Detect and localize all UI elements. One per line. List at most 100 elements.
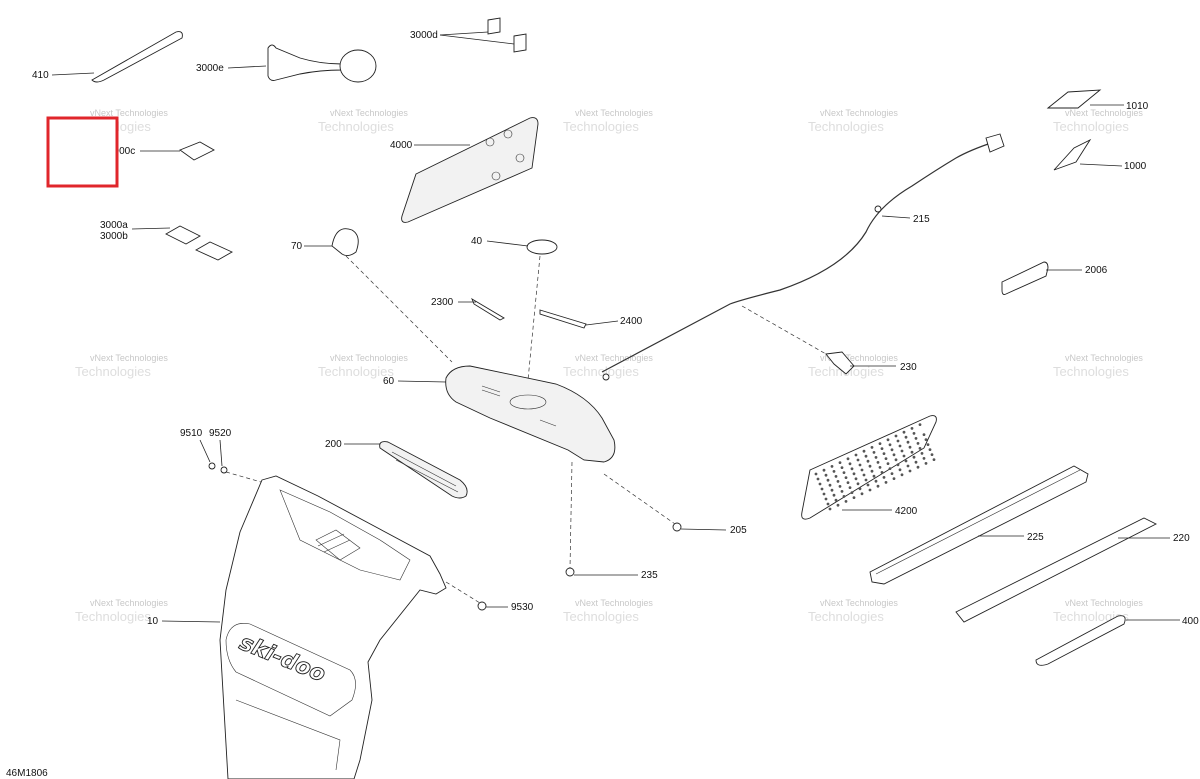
perforation-dot <box>896 463 900 467</box>
perforation-dot <box>830 465 834 468</box>
callout-215: 215 <box>913 214 930 225</box>
leader-line <box>199 439 211 463</box>
leader-line <box>680 528 727 531</box>
perforation-dot <box>850 491 854 494</box>
part-235[interactable]: 235 <box>565 461 658 581</box>
part-220[interactable]: 220 <box>955 517 1190 623</box>
hood-vent <box>315 529 361 561</box>
part-1000[interactable]: 1000 <box>1053 138 1147 172</box>
part-60[interactable]: 60 <box>383 365 616 463</box>
callout-2400: 2400 <box>620 316 643 327</box>
perforation-dot <box>930 453 934 456</box>
mirror-shape <box>339 49 377 83</box>
watermark-text: Technologies <box>75 609 151 624</box>
part-10[interactable]: ski-doo 10 <box>147 475 447 779</box>
part-70[interactable]: 70 <box>291 228 453 363</box>
callout-3000b: 3000b <box>100 231 128 242</box>
perforation-dot <box>866 483 870 487</box>
part-1010[interactable]: 1010 <box>1046 89 1149 112</box>
part-9510[interactable]: 9510 <box>180 428 216 470</box>
perforation-dot <box>904 459 908 463</box>
callout-9530: 9530 <box>511 602 534 613</box>
perforation-dot <box>836 503 840 507</box>
part-410[interactable]: 410 <box>32 31 183 83</box>
watermark-text: vNext Technologies <box>1065 108 1143 118</box>
watermark-text: vNext Technologies <box>1065 598 1143 608</box>
perforation-dot <box>914 460 918 464</box>
part-2006[interactable]: 2006 <box>1001 261 1108 295</box>
hood-upper-detail <box>279 489 411 581</box>
perforation-dot <box>924 438 928 441</box>
perforation-dot <box>874 479 878 483</box>
console-60-shape <box>445 365 616 463</box>
part-4000[interactable]: 4000 <box>390 117 539 223</box>
part-400[interactable]: 400 <box>1035 615 1199 666</box>
console-vent <box>481 389 501 397</box>
part-3000e[interactable]: 3000e <box>196 44 377 83</box>
perforation-dot <box>870 446 874 449</box>
part-225[interactable]: 225 <box>869 465 1089 585</box>
perforation-dot <box>848 486 852 489</box>
plate-2006-shape <box>1001 261 1049 295</box>
part-9520[interactable]: 9520 <box>209 428 269 485</box>
part-40[interactable]: 40 <box>471 236 558 381</box>
part-4200[interactable]: 4200 <box>801 415 937 520</box>
perforation-dot <box>862 449 866 453</box>
callout-410: 410 <box>32 70 49 81</box>
perforation-dot <box>868 488 872 492</box>
panel-hole <box>515 153 525 163</box>
callout-205: 205 <box>730 525 747 536</box>
watermark-text: vNext Technologies <box>330 108 408 118</box>
perforation-dot <box>856 482 860 486</box>
part-2400[interactable]: 2400 <box>539 309 643 329</box>
perforation-dot <box>902 430 906 434</box>
part-3000a-3000b[interactable]: 3000a 3000b <box>100 220 233 261</box>
perforation-dot <box>878 466 882 469</box>
strip-2300-shape <box>471 297 505 321</box>
decal-1010-shape <box>1046 89 1102 109</box>
callout-3000d: 3000d <box>410 30 438 41</box>
perforation-dot <box>906 464 910 468</box>
watermark-text: vNext Technologies <box>90 353 168 363</box>
perforation-dot <box>846 481 850 484</box>
callout-9510: 9510 <box>180 428 203 439</box>
part-2300[interactable]: 2300 <box>431 297 505 321</box>
leader-line <box>397 380 447 383</box>
part-9530[interactable]: 9530 <box>445 581 534 613</box>
clip-shape <box>513 33 527 53</box>
perforation-dot <box>912 455 916 459</box>
perforation-dot <box>848 462 852 466</box>
perforation-dot <box>842 495 846 498</box>
rail-edge <box>875 469 1081 575</box>
perforation-dot <box>884 457 888 460</box>
perforation-dot <box>844 476 848 479</box>
leader-line <box>881 215 911 219</box>
part-3000c[interactable]: 3000c <box>108 141 215 161</box>
perforation-dot <box>890 448 894 452</box>
watermark-text: vNext Technologies <box>90 108 168 118</box>
part-230[interactable]: 230 <box>741 305 917 375</box>
part-205[interactable]: 205 <box>603 473 747 536</box>
part-3000d[interactable]: 3000d <box>410 17 527 53</box>
decal-3000b-shape <box>195 241 233 261</box>
part-215[interactable]: 215 <box>601 133 1005 381</box>
grille-slat <box>395 459 459 493</box>
grille-slat <box>391 451 457 487</box>
perforation-dot <box>834 498 838 502</box>
leader-line <box>227 65 267 69</box>
highlight-box <box>46 116 119 188</box>
part-200[interactable]: 200 <box>325 439 468 499</box>
perforation-dot <box>908 469 912 473</box>
cable-clip <box>874 205 882 213</box>
perforation-dot <box>922 433 926 436</box>
leader-line <box>51 72 95 76</box>
leader-line <box>585 320 619 326</box>
perforation-dot <box>898 468 902 472</box>
perforation-dot <box>900 449 904 453</box>
perforation-dot <box>816 477 820 481</box>
callout-230: 230 <box>900 362 917 373</box>
perforation-dot <box>862 473 866 477</box>
perforation-dot <box>834 475 838 478</box>
perforation-dot <box>876 484 880 488</box>
emblem-40-shape <box>526 239 558 255</box>
